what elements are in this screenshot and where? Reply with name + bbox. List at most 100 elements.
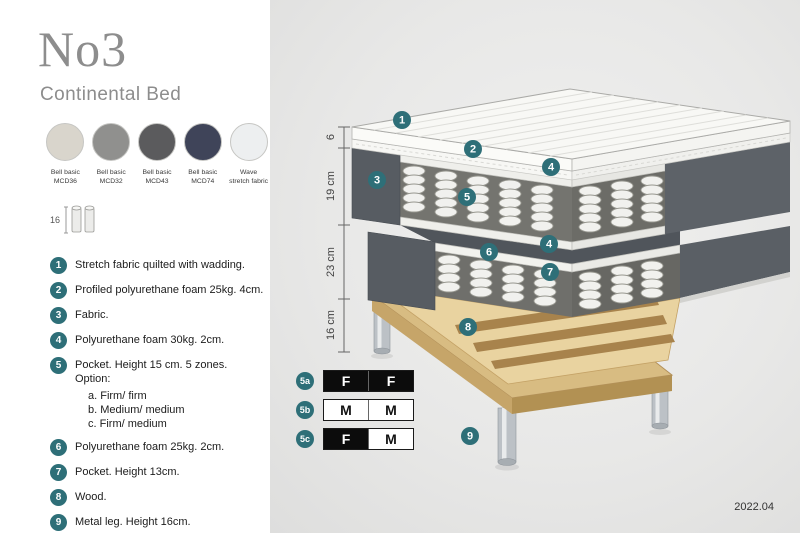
svg-text:4: 4: [546, 239, 553, 251]
swatch-name: Bell basic: [50, 169, 80, 176]
option-a: a. Firm/ firm: [88, 389, 147, 402]
fabric-swatch-1: Bell basic MCD36: [44, 122, 87, 186]
legend-text: Polyurethane foam 30kg. 2cm.: [75, 334, 225, 346]
legend-badge: 1: [50, 257, 67, 274]
firmness-cell: M: [324, 400, 368, 420]
parts-legend: 1 Stretch fabric quilted with wadding. 2…: [50, 257, 264, 532]
legend-item-8: 8 Wood.: [50, 489, 264, 507]
diagram-badge-4-top: 4: [542, 158, 560, 176]
leg-height-icon: 16: [48, 200, 270, 245]
diagram-badge-1: 1: [393, 111, 411, 129]
swatch-circle-icon: [229, 123, 268, 161]
legend-badge: 2: [50, 282, 67, 299]
lower-spring-unit: [367, 225, 790, 317]
wood-base: [370, 271, 681, 414]
legend-badge: 4: [50, 332, 67, 349]
metal-leg-front: [497, 407, 517, 463]
firmness-cell: M: [368, 400, 413, 420]
upper-side-fabric-right: [665, 141, 790, 234]
fabric-swatch-4: Bell basic MCD74: [181, 122, 224, 186]
svg-text:6: 6: [486, 247, 492, 259]
swatch-circle-icon: [92, 123, 131, 161]
legend-text: Metal leg. Height 16cm.: [75, 516, 191, 529]
legend-text: Profiled polyurethane foam 25kg. 4cm.: [75, 284, 264, 296]
legend-text: Pocket. Height 13cm.: [75, 466, 180, 479]
svg-text:2: 2: [470, 144, 476, 156]
legend-item-5: 5 Pocket. Height 15 cm. 5 zones. Option:…: [50, 357, 264, 431]
swatch-name: Bell basic: [142, 169, 172, 176]
swatch-code: MCD74: [191, 177, 215, 185]
swatch-code: MCD32: [99, 177, 123, 185]
leg-height-value: 16: [50, 215, 60, 225]
fabric-swatch-5: Wave stretch fabric: [227, 122, 270, 186]
firmness-row-5c: 5c F M: [296, 428, 414, 450]
firmness-badge: 5b: [296, 401, 314, 419]
top-mattress: [351, 88, 791, 181]
legend-text: Pocket. Height 15 cm. 5 zones. Option:: [75, 359, 228, 385]
diagram-badge-6: 6: [480, 243, 498, 261]
legend-text: Wood.: [75, 491, 107, 504]
legend-item-6: 6 Polyurethane foam 25kg. 2cm.: [50, 439, 264, 457]
svg-text:7: 7: [547, 267, 553, 279]
legend-text: Fabric.: [75, 309, 109, 321]
fabric-swatch-2: Bell basic MCD32: [90, 122, 133, 186]
quilt-lines: [373, 91, 769, 157]
legend-item-4: 4 Polyurethane foam 30kg. 2cm.: [50, 332, 264, 349]
diagram-badge-3: 3: [368, 171, 386, 189]
lower-side-fabric-right: [680, 226, 790, 298]
diagram-panel: 6 19 cm 23 cm 16 cm: [270, 0, 800, 533]
legend-item-1: 1 Stretch fabric quilted with wadding.: [50, 257, 264, 274]
firmness-table: 5a F F 5b M M 5c F M: [296, 370, 414, 450]
legend-badge: 7: [50, 464, 67, 482]
legend-badge: 5: [50, 357, 67, 374]
firmness-row-5a: 5a F F: [296, 370, 414, 392]
info-panel: No3 Continental Bed Bell basic MCD36 Bel…: [0, 0, 270, 533]
product-subtitle: Continental Bed: [40, 84, 182, 105]
svg-text:5: 5: [464, 192, 470, 204]
fabric-swatch-3: Bell basic MCD43: [136, 122, 179, 186]
slat-gap: [491, 334, 675, 369]
measurement-ruler: 6 19 cm 23 cm 16 cm: [325, 126, 350, 353]
upper-spring-unit: [351, 141, 790, 251]
swatch-name: Bell basic: [96, 169, 126, 176]
firmness-cell: F: [368, 371, 413, 391]
legend-item-9: 9 Metal leg. Height 16cm.: [50, 514, 264, 532]
pocket-firmness-options: a. Firm/ firm b. Medium/ medium c. Firm/…: [88, 389, 264, 432]
legend-badge: 3: [50, 307, 67, 324]
legend-text: Stretch fabric quilted with wadding.: [75, 259, 245, 271]
firmness-cell: F: [324, 429, 368, 449]
fabric-swatches: Bell basic MCD36 Bell basic MCD32 Bell: [44, 122, 270, 186]
leg-cylinder-icon: [71, 207, 82, 233]
measurement-label-legs: 16 cm: [325, 310, 337, 340]
firmness-cell: F: [324, 371, 368, 391]
base-frame-front-left: [372, 295, 512, 414]
option-c: c. Firm/ medium: [88, 418, 167, 431]
diagram-badge-8: 8: [459, 318, 477, 336]
swatch-circle-icon: [183, 123, 222, 161]
legend-item-3: 3 Fabric.: [50, 307, 264, 324]
svg-text:8: 8: [465, 322, 471, 334]
product-title: No3: [38, 21, 128, 77]
legend-badge: 8: [50, 489, 67, 507]
diagram-badge-7: 7: [541, 263, 559, 281]
diagram-badge-9: 9: [461, 427, 479, 445]
option-b: b. Medium/ medium: [88, 403, 185, 416]
svg-text:9: 9: [467, 431, 473, 443]
legend-item-7: 7 Pocket. Height 13cm.: [50, 464, 264, 482]
swatch-name: Bell basic: [188, 169, 218, 176]
leg-cylinder-icon: [84, 207, 95, 233]
base-frame-front-right: [512, 375, 672, 414]
lower-side-fabric-left: [367, 231, 436, 311]
version-label: 2022.04: [734, 501, 774, 513]
legend-text: Polyurethane foam 25kg. 2cm.: [75, 441, 225, 454]
svg-text:4: 4: [548, 162, 555, 174]
diagram-badge-2: 2: [464, 140, 482, 158]
legend-item-2: 2 Profiled polyurethane foam 25kg. 4cm.: [50, 282, 264, 299]
swatch-name: Wave: [240, 169, 258, 176]
measurement-label-upper-core: 19 cm: [325, 171, 337, 201]
swatch-code: MCD36: [53, 177, 77, 185]
diagram-badge-5: 5: [458, 188, 476, 206]
measurement-label-top: 6: [325, 134, 337, 140]
legend-badge: 9: [50, 514, 67, 532]
legend-badge: 6: [50, 439, 67, 457]
